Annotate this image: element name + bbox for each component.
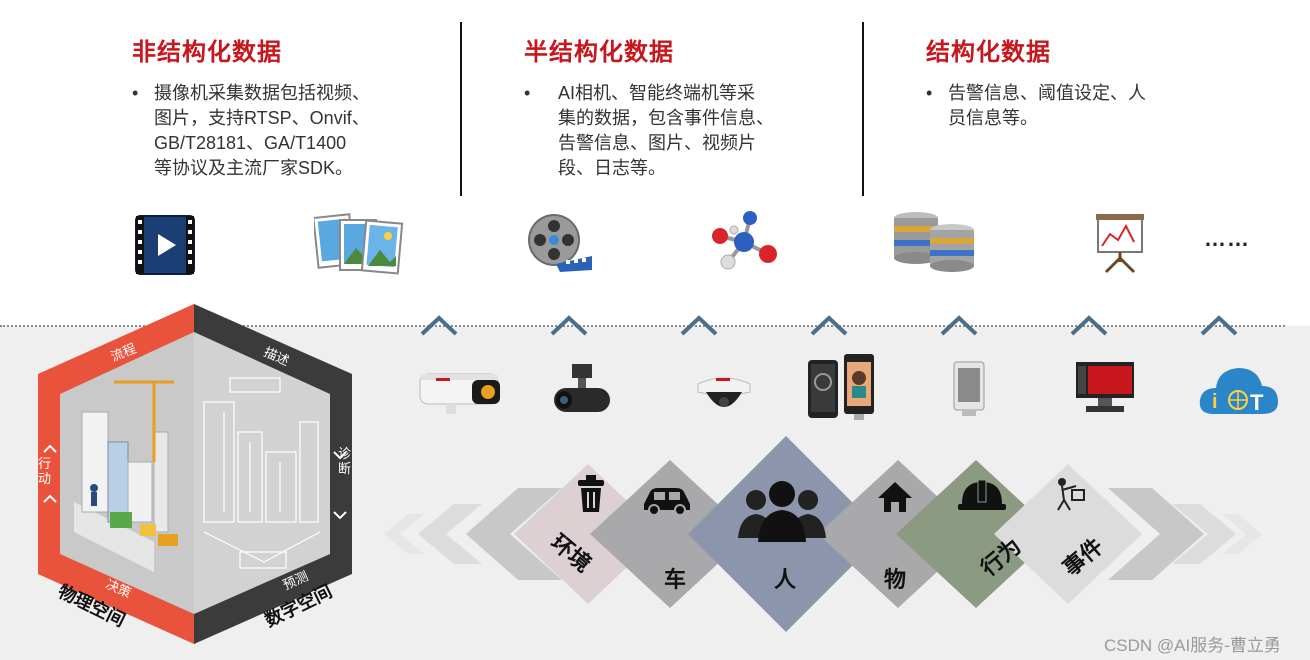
worker-event-icon — [1057, 478, 1085, 511]
text-line: 告警信息、阈值设定、人 — [948, 83, 1146, 103]
label-diagnose: 诊断 — [338, 446, 352, 476]
column-body: • 告警信息、阈值设定、人 员信息等。 — [926, 81, 1226, 131]
presentation-chart-icon — [1096, 214, 1144, 274]
column-body: • 摄像机采集数据包括视频、 图片，支持RTSP、Onvif、 GB/T2818… — [132, 81, 452, 181]
bullet: • — [524, 83, 531, 103]
molecule-icon — [712, 211, 777, 270]
column-text: 摄像机采集数据包括视频、 图片，支持RTSP、Onvif、 GB/T28181、… — [154, 81, 370, 181]
dome-camera-icon — [697, 377, 751, 407]
database-icon — [894, 212, 974, 272]
column-semistructured: 半结构化数据 • AI相机、智能终端机等采 集的数据，包含事件信息、 告警信息、… — [524, 32, 844, 181]
text-line: 图片，支持RTSP、Onvif、 — [154, 108, 370, 128]
access-terminal-icon — [953, 361, 985, 416]
edge-server-icon — [1076, 362, 1134, 412]
text-line: 集的数据，包含事件信息、 — [558, 108, 774, 128]
column-divider — [862, 22, 864, 196]
bullet: • — [926, 83, 933, 103]
digital-twin-hexagon — [38, 304, 352, 644]
digital-city-wireframe — [203, 377, 321, 569]
film-reel-icon — [528, 214, 592, 272]
chevron-up-icon — [1070, 315, 1108, 336]
safety-helmet-icon — [958, 479, 1006, 510]
diamond-event — [994, 464, 1142, 604]
column-text: AI相机、智能终端机等采 集的数据，包含事件信息、 告警信息、图片、视频片 段、… — [558, 81, 774, 181]
bullet-camera-icon — [419, 373, 500, 414]
images-icon — [314, 213, 404, 275]
ptz-camera-icon — [554, 364, 610, 412]
chevron-up-icon — [420, 315, 458, 336]
column-structured: 结构化数据 • 告警信息、阈值设定、人 员信息等。 — [926, 32, 1226, 131]
category-person-label: 人 — [774, 567, 797, 592]
face-recognition-terminal-icon — [808, 354, 874, 420]
category-object-label: 物 — [884, 567, 907, 592]
physical-city-illustration — [74, 380, 178, 572]
diamond-behavior — [896, 460, 1056, 608]
house-icon — [878, 482, 912, 512]
chevron-right-icon — [1108, 488, 1204, 580]
column-body: • AI相机、智能终端机等采 集的数据，包含事件信息、 告警信息、图片、视频片 … — [524, 81, 844, 181]
label-action: 行动 — [38, 456, 52, 486]
trash-bin-icon — [578, 475, 604, 512]
category-flow-band — [384, 436, 1262, 632]
column-title: 结构化数据 — [926, 39, 1051, 66]
text-line: 等协议及主流厂家SDK。 — [154, 158, 354, 178]
column-title: 半结构化数据 — [524, 39, 674, 66]
chevron-up-icon — [940, 315, 978, 336]
people-icon — [738, 481, 826, 542]
dotted-separator — [0, 325, 1285, 327]
chevron-right-icon — [1172, 504, 1236, 564]
chevron-left-icon — [418, 504, 482, 564]
column-unstructured: 非结构化数据 • 摄像机采集数据包括视频、 图片，支持RTSP、Onvif、 G… — [132, 32, 452, 181]
svg-text:i: i — [1212, 391, 1218, 413]
video-icon — [135, 215, 195, 275]
chevron-up-icon — [680, 315, 718, 336]
text-line: AI相机、智能终端机等采 — [558, 83, 756, 103]
text-line: GB/T28181、GA/T1400 — [154, 133, 347, 153]
watermark: CSDN @AI服务-曹立勇 — [1104, 636, 1281, 655]
column-text: 告警信息、阈值设定、人 员信息等。 — [948, 81, 1146, 131]
diamond-vehicle — [590, 460, 750, 608]
chevron-left-icon — [466, 488, 562, 580]
chevron-up-icon — [810, 315, 848, 336]
bullet: • — [132, 83, 139, 103]
column-divider — [460, 22, 462, 196]
more-indicator: …… — [1204, 226, 1250, 251]
column-title: 非结构化数据 — [132, 39, 282, 66]
diamond-environment — [514, 464, 662, 604]
category-vehicle-label: 车 — [664, 567, 687, 592]
car-icon — [644, 488, 690, 516]
chevron-left-icon — [384, 514, 424, 554]
text-line: 员信息等。 — [948, 108, 1038, 128]
chevron-up-icon — [550, 315, 588, 336]
iot-cloud-icon: i T — [1199, 368, 1278, 415]
text-line: 告警信息、图片、视频片 — [558, 133, 756, 153]
chevron-up-icon — [1200, 315, 1238, 336]
svg-text:T: T — [1250, 390, 1264, 415]
text-line: 段、日志等。 — [558, 158, 666, 178]
text-line: 摄像机采集数据包括视频、 — [154, 83, 370, 103]
chevron-right-icon — [1222, 514, 1262, 554]
